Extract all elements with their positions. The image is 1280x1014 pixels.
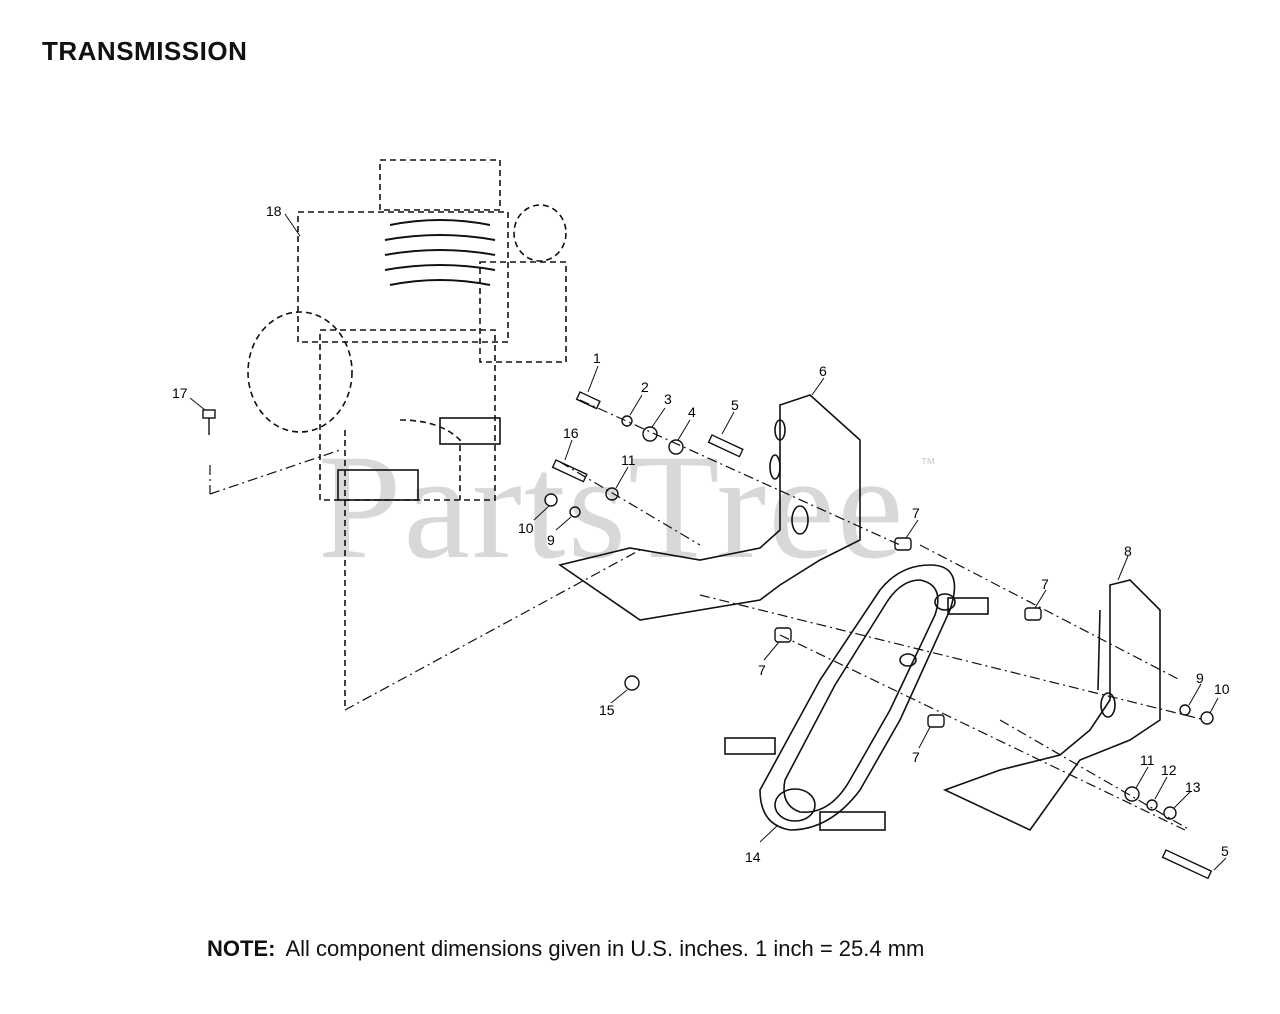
callout-4: 4 [688, 404, 696, 420]
callout-leaders [189, 213, 1227, 871]
engine-shaft [439, 417, 501, 445]
note-label: NOTE: [207, 936, 276, 961]
callout-16: 16 [563, 425, 579, 441]
callout-9: 9 [1196, 670, 1204, 686]
callout-7: 7 [758, 662, 766, 678]
callout-1: 1 [593, 350, 601, 366]
callout-3: 3 [664, 391, 672, 407]
engine-mount-plate [337, 469, 419, 501]
hardware [202, 391, 1214, 880]
watermark: PartsTree [318, 424, 906, 590]
callout-15: 15 [599, 702, 615, 718]
chain-case [759, 564, 956, 831]
callout-7: 7 [912, 749, 920, 765]
right-axle-stub [819, 811, 886, 831]
watermark-trademark: ™ [920, 456, 936, 473]
engine-fins [384, 219, 496, 286]
callout-2: 2 [641, 379, 649, 395]
dimension-note: NOTE: All component dimensions given in U… [207, 936, 924, 962]
callout-12: 12 [1161, 762, 1177, 778]
assembly-center-lines [209, 399, 1206, 831]
callout-18: 18 [266, 203, 282, 219]
diagram-title: TRANSMISSION [42, 36, 248, 66]
right-mounting-bracket [942, 579, 1161, 832]
callout-10: 10 [518, 520, 534, 536]
callout-11: 11 [1140, 752, 1155, 768]
callout-7: 7 [912, 505, 920, 521]
left-mounting-bracket [558, 394, 861, 621]
callout-5: 5 [1221, 843, 1229, 859]
callout-6: 6 [819, 363, 827, 379]
note-text: All component dimensions given in U.S. i… [285, 936, 925, 961]
engine-outline [247, 159, 567, 710]
callout-17: 17 [172, 385, 188, 401]
callout-5: 5 [731, 397, 739, 413]
callout-9: 9 [547, 532, 555, 548]
callout-7: 7 [1041, 576, 1049, 592]
callout-14: 14 [745, 849, 761, 865]
callout-11: 11 [621, 452, 636, 468]
input-shaft [947, 597, 989, 615]
callout-10: 10 [1214, 681, 1230, 697]
callout-8: 8 [1124, 543, 1132, 559]
left-axle-stub [724, 737, 776, 755]
callout-13: 13 [1185, 779, 1201, 795]
